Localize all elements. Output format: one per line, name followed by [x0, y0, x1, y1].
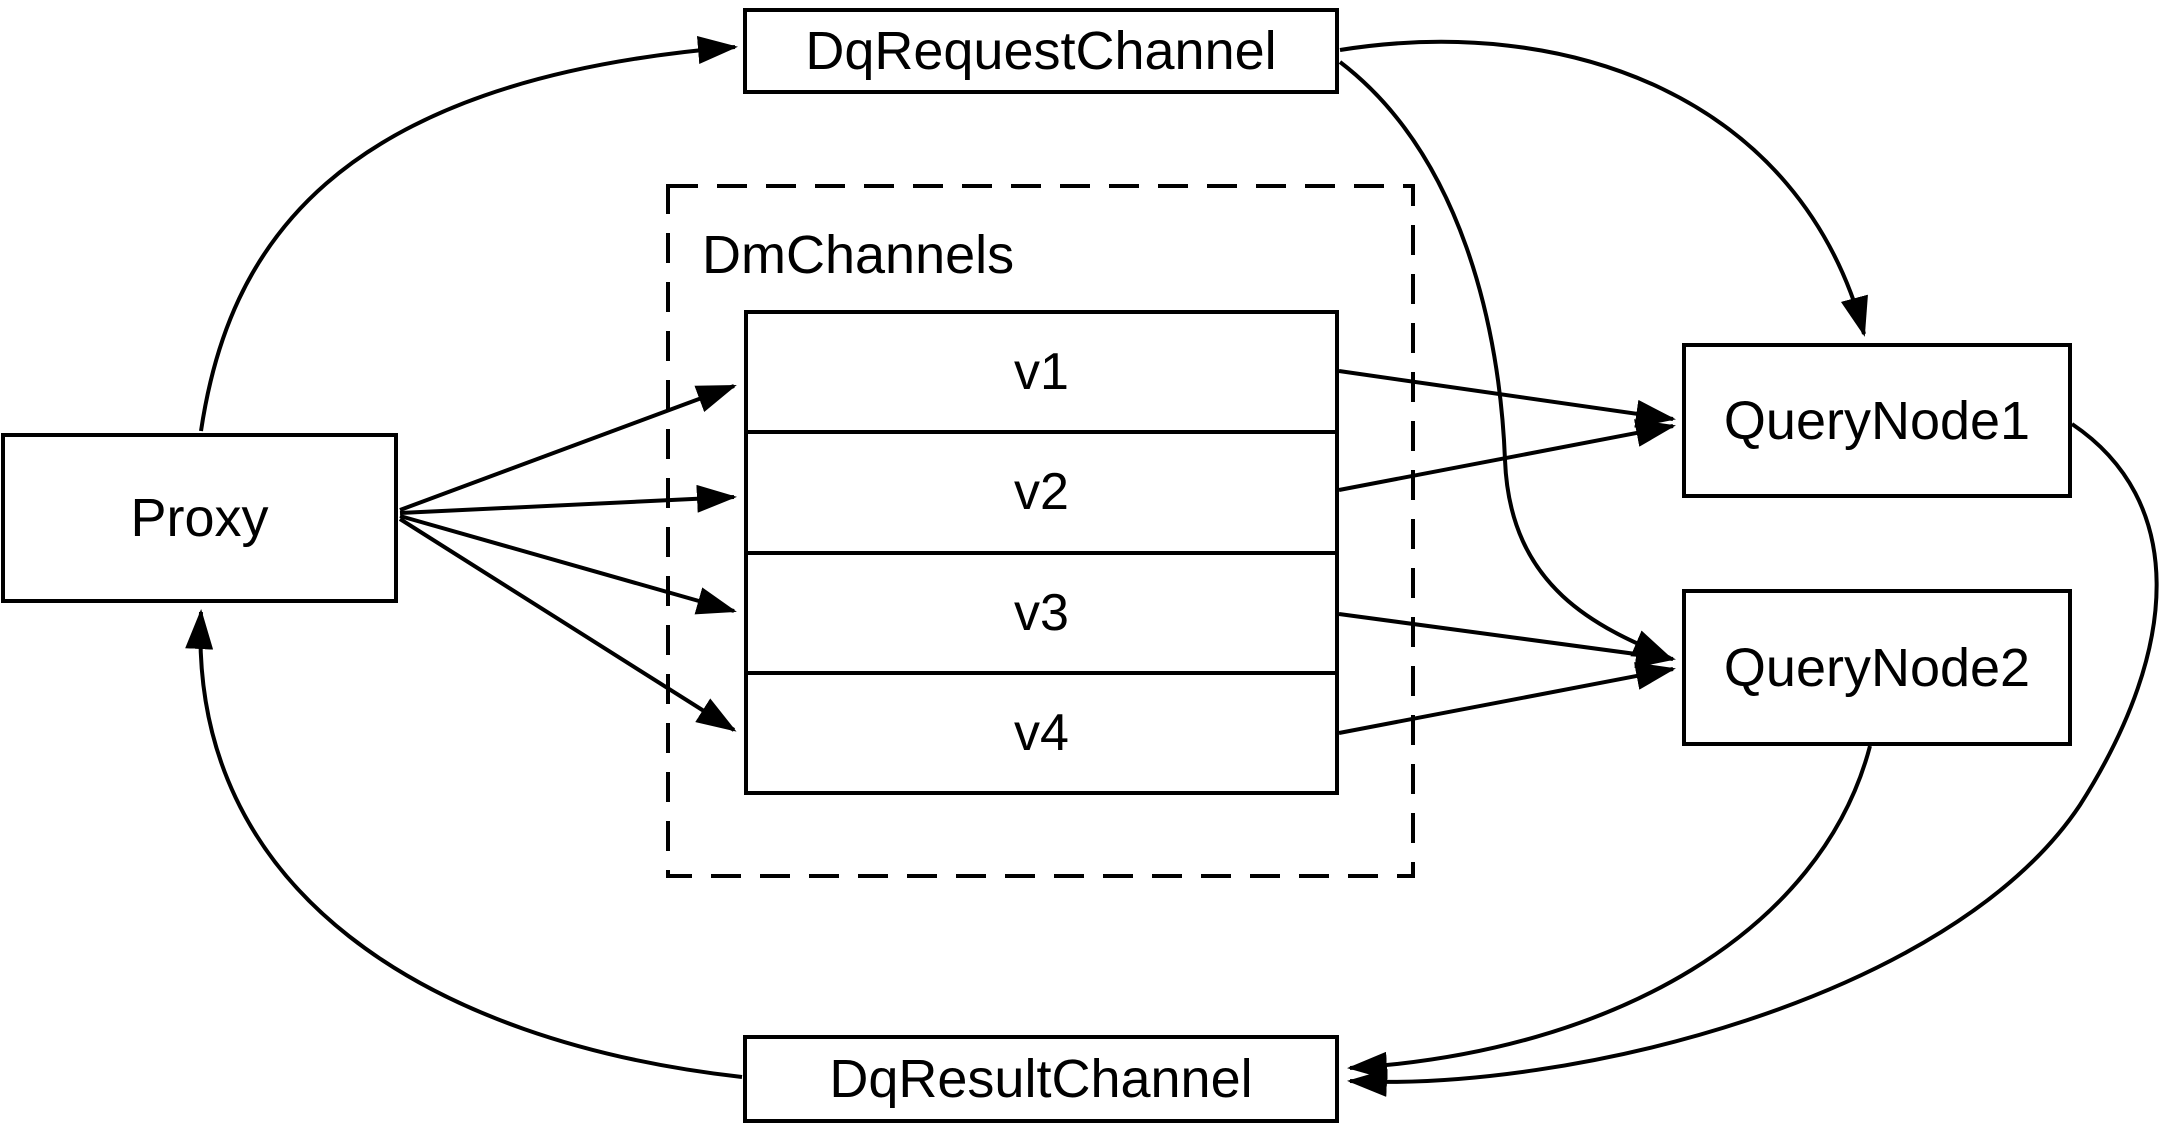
- channel-row-v2: v2: [748, 430, 1335, 550]
- dq-request-channel-label: DqRequestChannel: [805, 21, 1277, 81]
- channel-v4-label: v4: [1014, 703, 1069, 762]
- edge-proxy-to-v2: [399, 484, 737, 515]
- channel-row-v3: v3: [748, 550, 1335, 671]
- edge-proxy-to-dqrequestchannel: [199, 36, 738, 432]
- edge-querynode1-to-dqresultchannel: [1347, 422, 2159, 1097]
- channel-v3-label: v3: [1014, 583, 1069, 642]
- node-dq-request-channel: DqRequestChannel: [743, 8, 1339, 94]
- node-query-node-1: QueryNode1: [1682, 343, 2072, 498]
- edge-v1-to-querynode1: [1338, 369, 1676, 428]
- edge-dqrequestchannel-to-querynode1: [1339, 39, 1868, 337]
- channel-v2-label: v2: [1014, 463, 1069, 522]
- channel-v1-label: v1: [1014, 343, 1069, 402]
- edge-proxy-to-v4: [398, 517, 737, 732]
- node-dq-result-channel: DqResultChannel: [743, 1035, 1339, 1123]
- node-query-node-2: QueryNode2: [1682, 589, 2072, 746]
- channel-row-v4: v4: [748, 670, 1335, 791]
- dm-channels-group-border: [666, 184, 1415, 878]
- channel-row-v1: v1: [748, 314, 1335, 430]
- edge-proxy-to-v1: [399, 384, 737, 512]
- dm-channels-group-label: DmChannels: [702, 225, 1015, 285]
- edge-v2-to-querynode1: [1338, 419, 1676, 492]
- node-proxy: Proxy: [1, 433, 398, 603]
- edge-dqrequestchannel-to-querynode2: [1338, 60, 1673, 660]
- dq-result-channel-label: DqResultChannel: [829, 1049, 1253, 1109]
- query-node-1-label: QueryNode1: [1723, 390, 2031, 451]
- query-node-2-label: QueryNode2: [1723, 637, 2031, 698]
- edge-proxy-to-v3: [399, 514, 737, 615]
- edge-querynode2-to-dqresultchannel: [1347, 745, 1872, 1080]
- edge-dqresultchannel-to-proxy: [185, 609, 743, 1079]
- proxy-label: Proxy: [130, 488, 269, 548]
- channel-stack: v1 v2 v3 v4: [744, 310, 1339, 795]
- edge-v4-to-querynode2: [1338, 662, 1676, 735]
- edge-v3-to-querynode2: [1338, 612, 1676, 668]
